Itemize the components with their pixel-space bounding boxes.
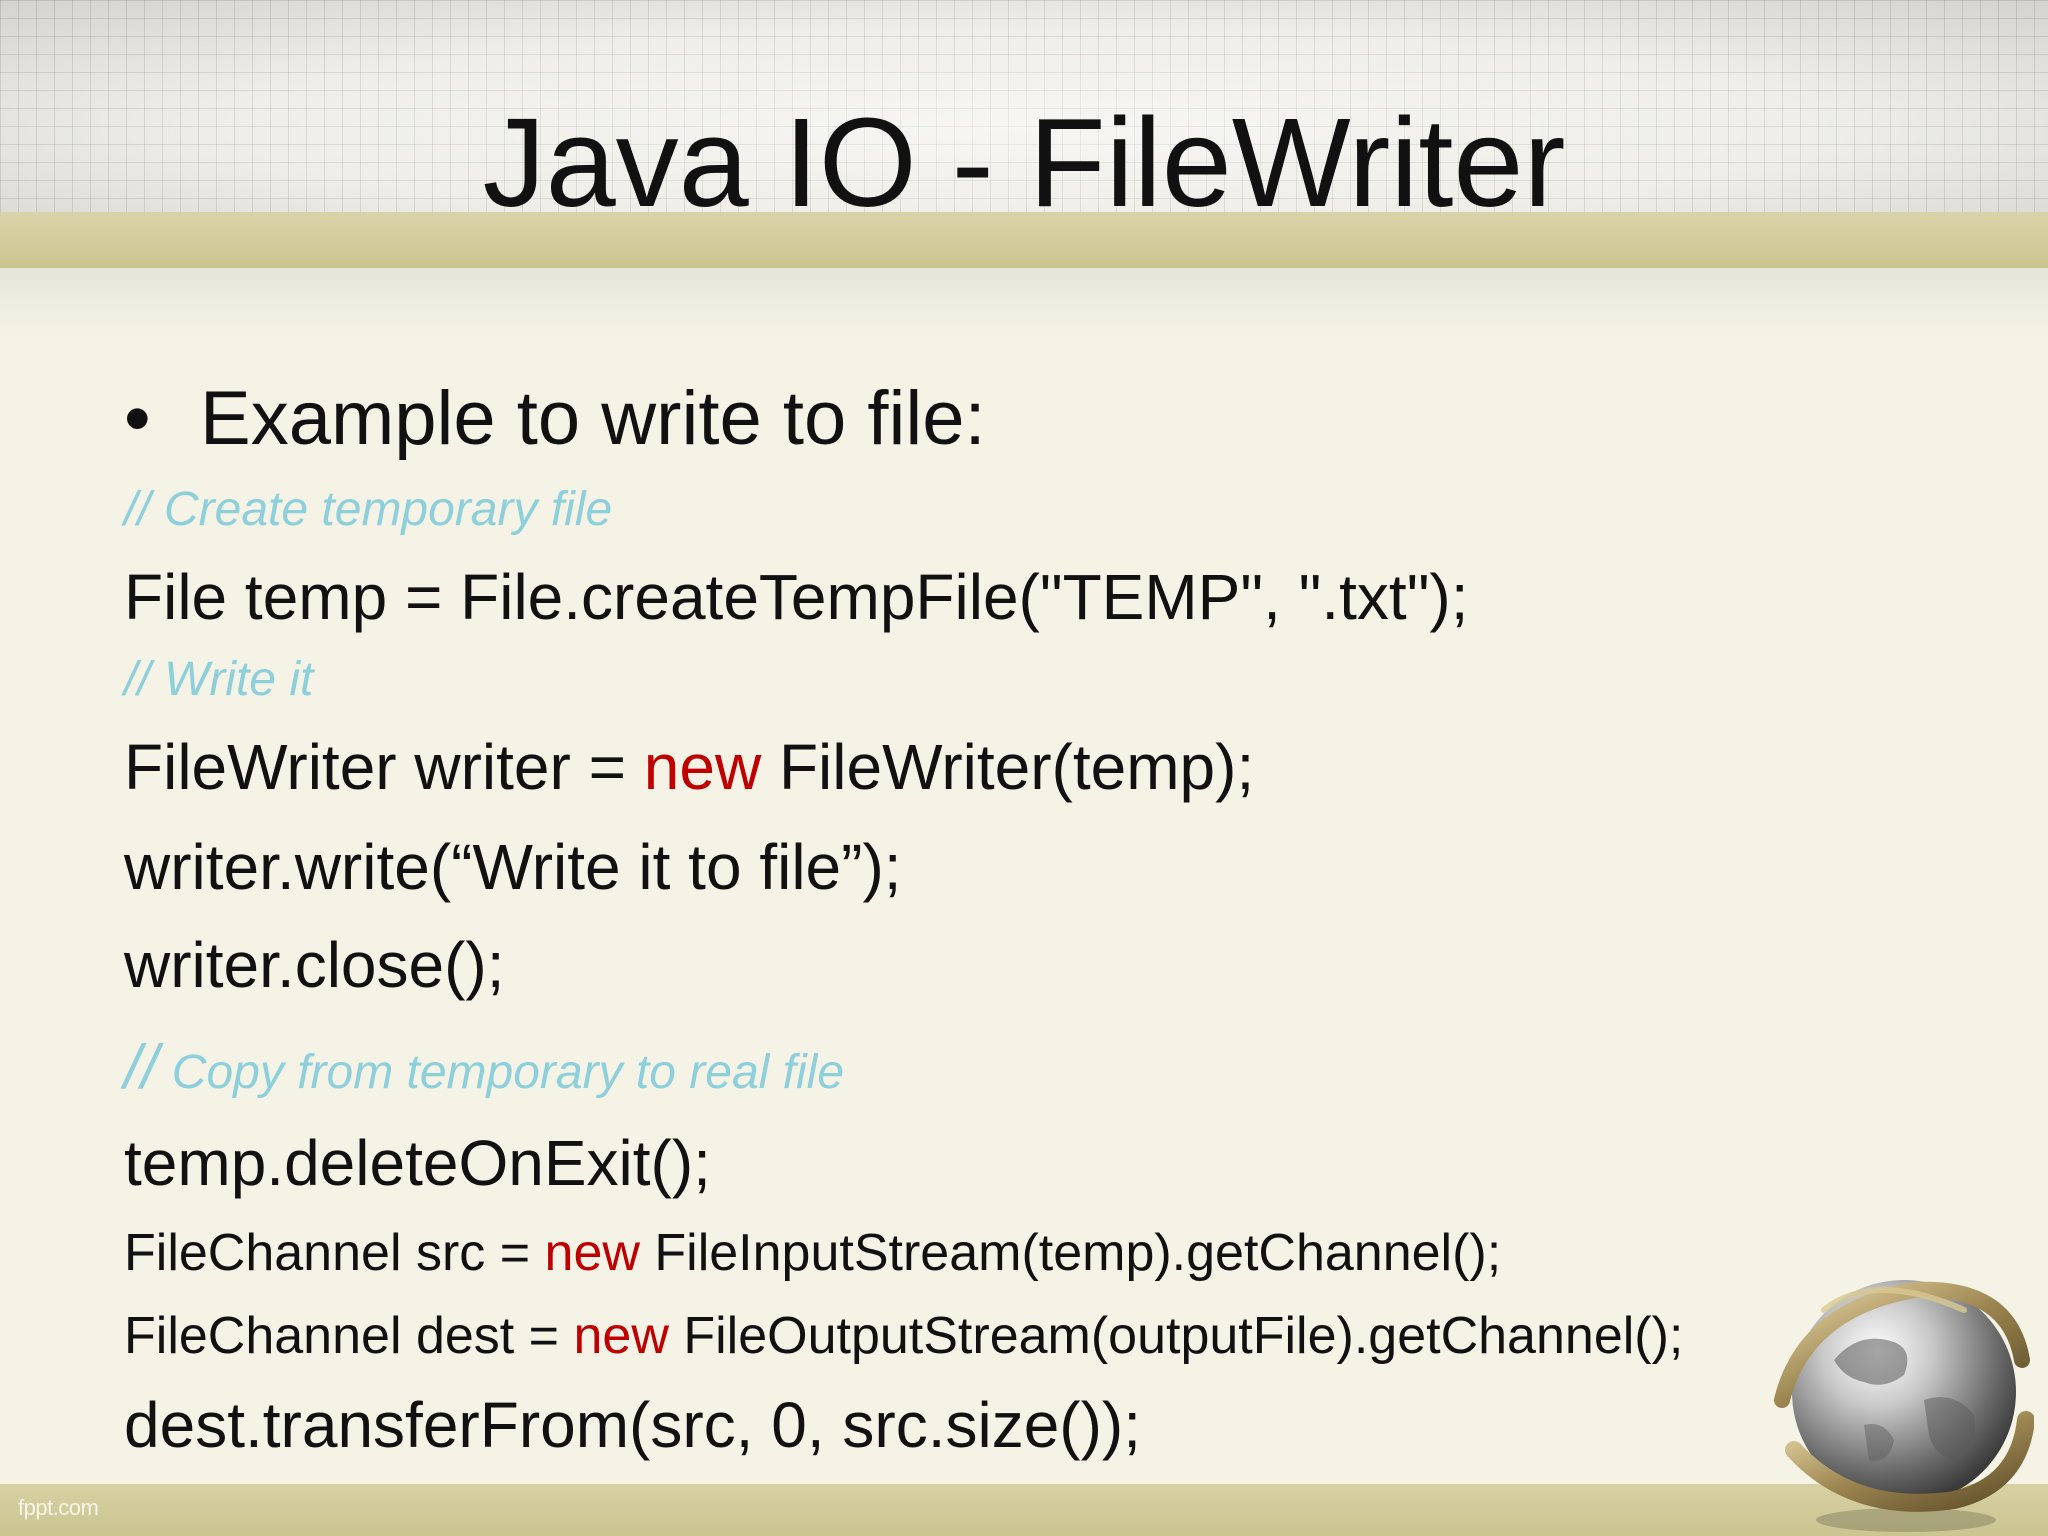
globe-icon [1774, 1280, 2034, 1532]
code-text: FileChannel src = [124, 1224, 545, 1282]
code-text: FileChannel dest = [124, 1307, 574, 1365]
code-text: FileWriter writer = [124, 731, 644, 803]
footer-brand: fppt.com [18, 1495, 99, 1520]
keyword-new: new [573, 1307, 669, 1365]
keyword-new: new [544, 1224, 640, 1282]
code-line-close: writer.close(); [124, 929, 505, 1001]
slide-title: Java IO - FileWriter [482, 92, 1566, 233]
bullet-item: • Example to write to file: [124, 374, 986, 464]
code-line-transfer: dest.transferFrom(src, 0, src.size()); [124, 1389, 1141, 1461]
comment-text: Copy from temporary to real file [171, 1046, 845, 1099]
code-text: FileWriter(temp); [778, 731, 1255, 803]
footer-band [0, 1484, 2048, 1536]
code-comment-copy: // Copy from temporary to real file [124, 1036, 844, 1105]
comment-slashes: // [124, 1033, 159, 1102]
bullet-dot: • [124, 376, 151, 461]
code-text: FileInputStream(temp).getChannel(); [654, 1224, 1502, 1282]
header-vignette [0, 0, 2048, 212]
code-line-src-channel: FileChannel src = new FileInputStream(te… [124, 1222, 1501, 1284]
code-line-write: writer.write(“Write it to file”); [124, 831, 902, 903]
code-comment-write: // Write it [124, 653, 314, 706]
code-line-new-writer: FileWriter writer = new FileWriter(temp)… [124, 730, 1254, 804]
keyword-new: new [643, 731, 762, 803]
code-line-create-temp: File temp = File.createTempFile("TEMP", … [124, 561, 1469, 633]
header-band [0, 212, 2048, 268]
header-shadow [0, 268, 2048, 338]
bullet-text: Example to write to file: [200, 376, 986, 461]
code-line-delete-on-exit: temp.deleteOnExit(); [124, 1127, 711, 1199]
code-comment-create: // Create temporary file [124, 483, 613, 536]
code-line-dest-channel: FileChannel dest = new FileOutputStream(… [124, 1305, 1683, 1367]
code-text: FileOutputStream(outputFile).getChannel(… [683, 1307, 1684, 1365]
